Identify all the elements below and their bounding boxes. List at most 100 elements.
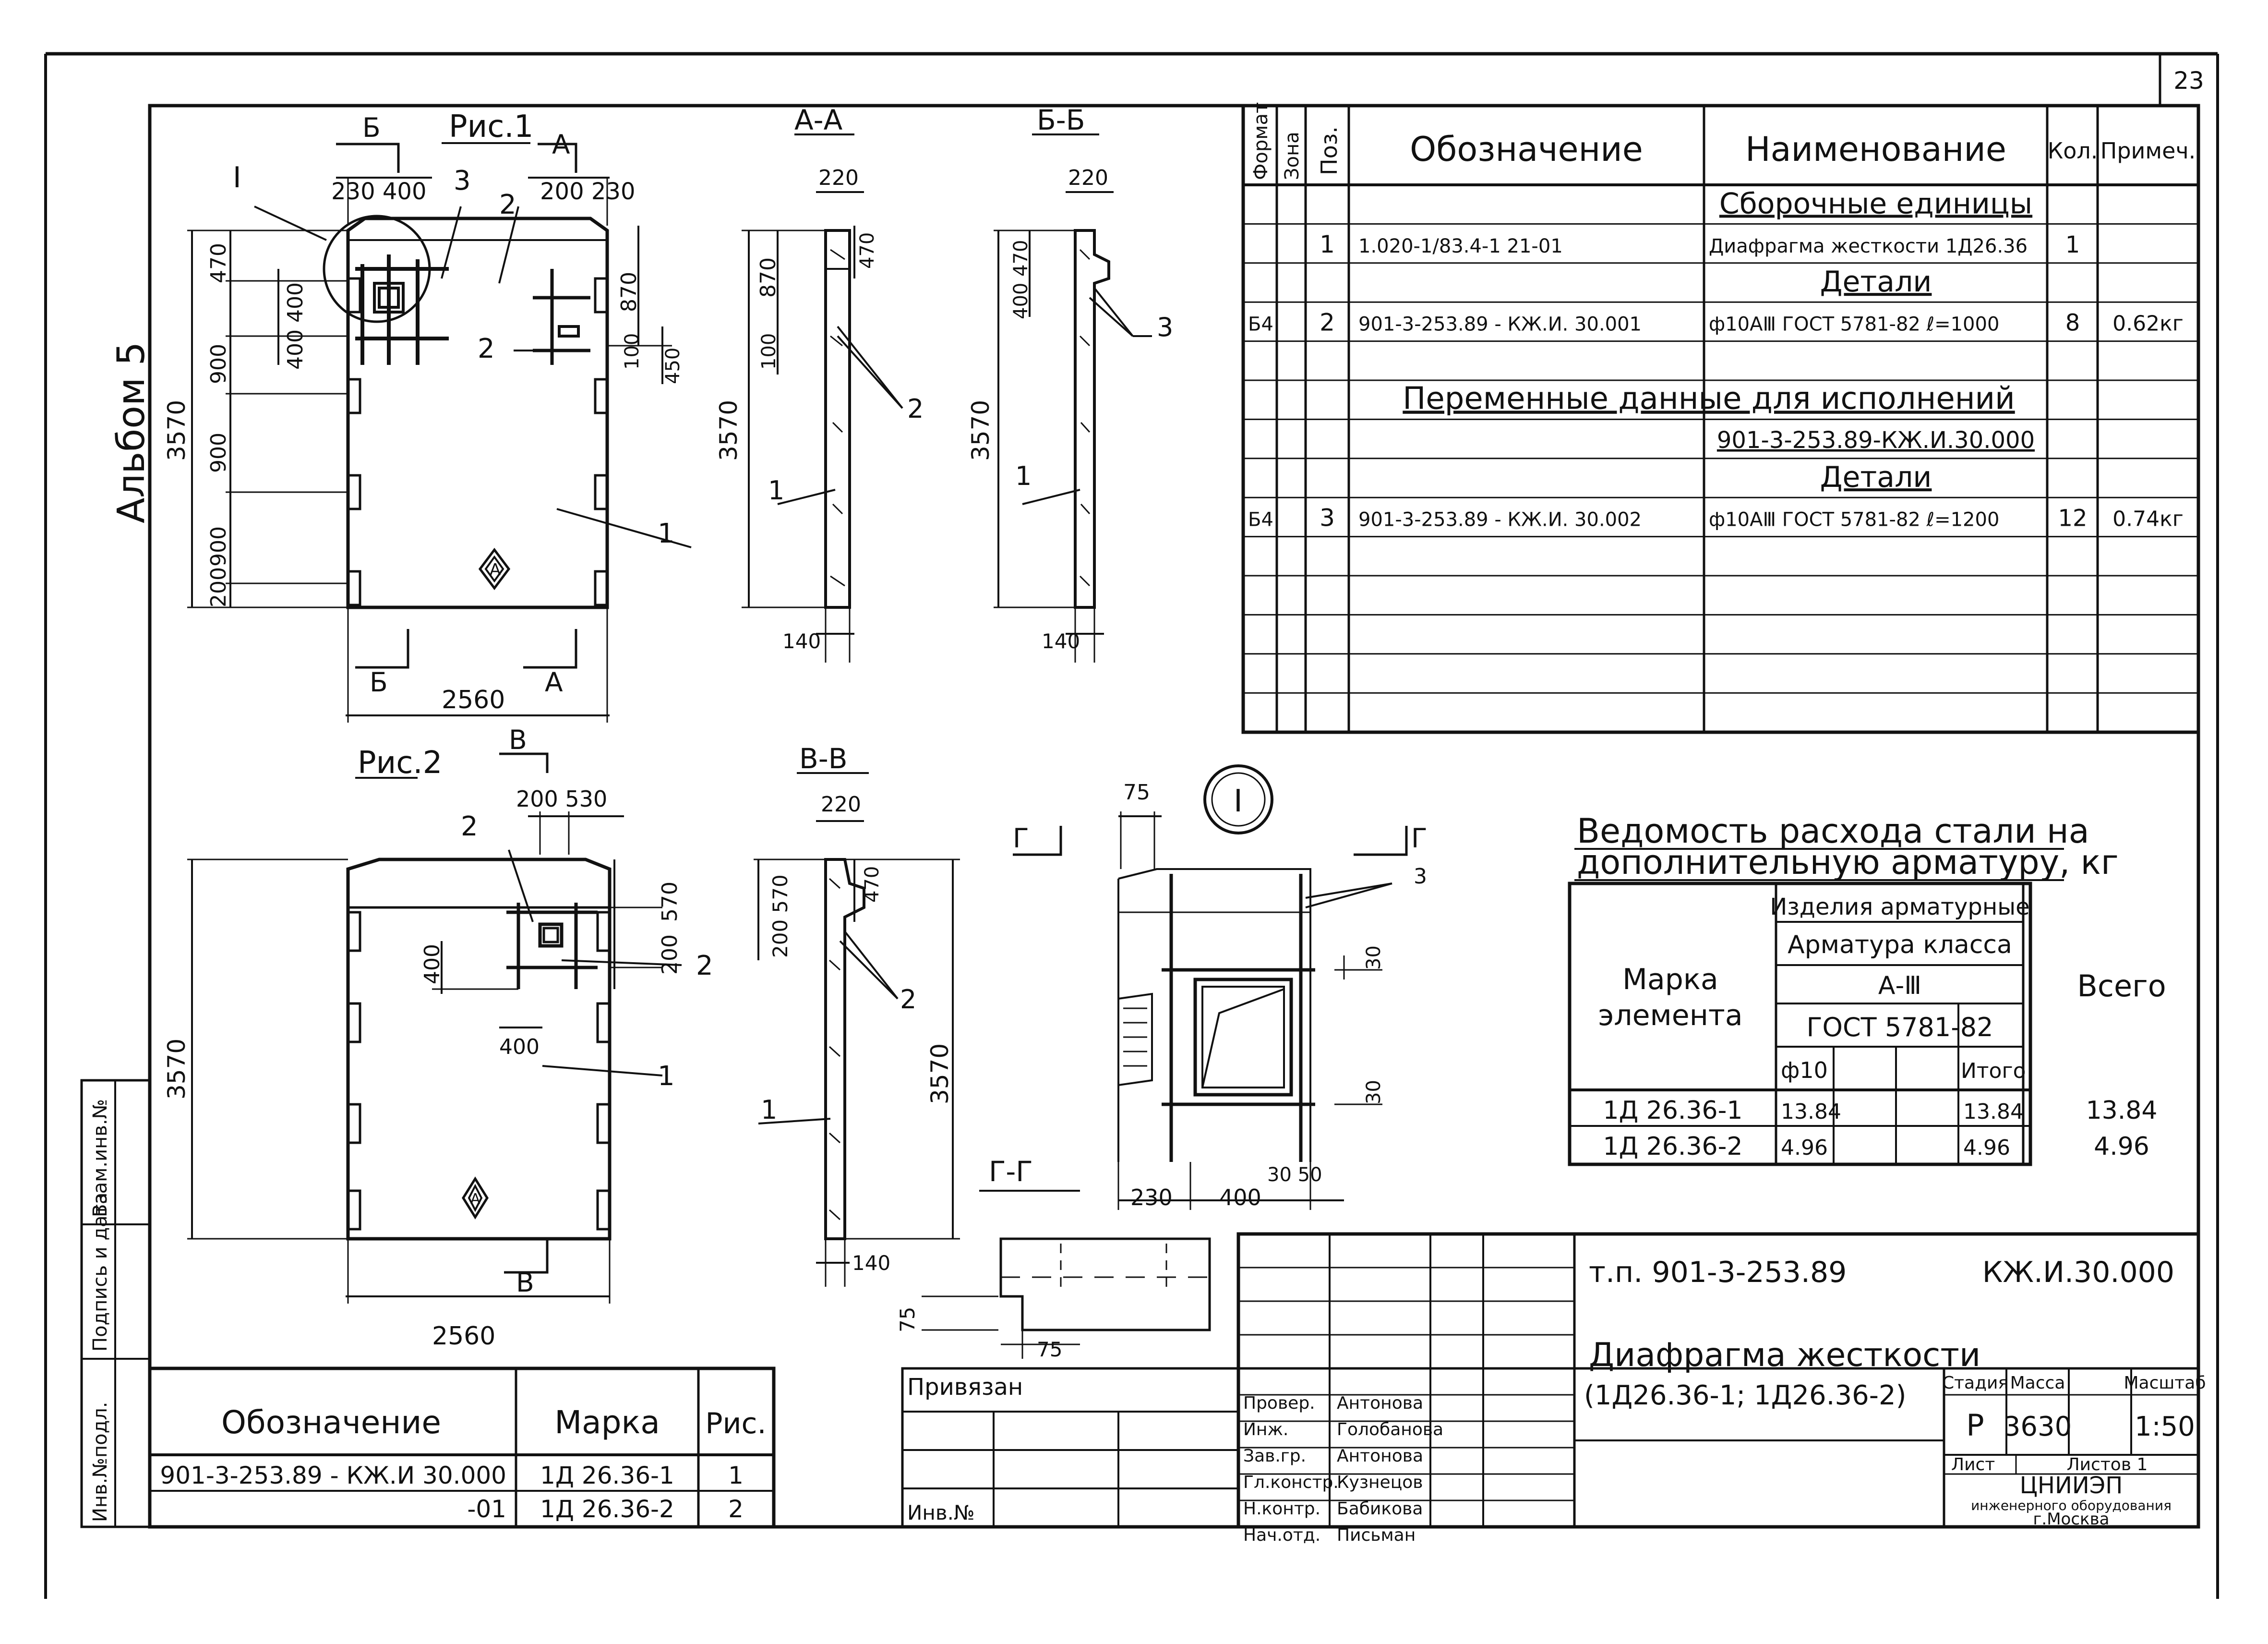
variants-row-fig: 1 [728,1462,744,1489]
variants-col-designation: Обозначение [221,1404,441,1441]
fig2-dim-400b: 400 [499,1035,540,1059]
spec-row-name: ф10АⅢ ГОСТ 5781-82 ℓ=1200 [1709,509,1999,531]
fig1-section-b-bottom: Б [370,667,388,698]
title-role: Инж. [1243,1420,1288,1439]
fig1-pos-2b: 2 [478,333,495,364]
steel-row-mark: 1Д 26.36-1 [1603,1096,1743,1125]
fig2-dim-overall: 3570 [163,1039,191,1100]
fig1-mark: A [490,560,501,580]
title-stage: Р [1966,1408,1984,1443]
variants-row-designation: -01 [467,1495,506,1523]
section-bb-dim-overall: 3570 [967,400,995,461]
fig2-pos-2b: 2 [696,950,713,981]
fig1-title: Рис.1 [449,109,533,145]
section-gg-title: Г-Г [989,1155,1033,1188]
title-role-name: Бабикова [1337,1499,1423,1519]
steel-col-products: Изделия арматурные [1770,894,2029,920]
fig1-section-a-bottom: А [545,667,563,698]
spec-row-pos: 3 [1320,504,1335,532]
spec-row-note: 0.74кг [2112,507,2184,532]
node-detail-dim-30-50: 30 50 [1267,1164,1322,1186]
section-aa-pos-1: 1 [768,475,784,506]
spec-row-designation: 901-3-253.89 - КЖ.И. 30.002 [1358,509,1642,531]
title-role-name: Письман [1337,1525,1416,1545]
title-sheets-label: Листов 1 [2067,1455,2148,1475]
sheet-number: 23 [2173,67,2204,95]
fig1-dim-900a: 900 [206,344,231,384]
spec-row-heading: Детали [1820,265,1932,299]
title-code: т.п. 901-3-253.89 [1589,1256,1847,1289]
steel-col-subtotal: Итого [1961,1059,2026,1083]
fig1-pos-2a: 2 [499,189,516,220]
node-detail-section-g-left: Г [1013,823,1029,854]
section-vv-pos-2: 2 [900,984,916,1015]
variants-col-fig: Рис. [705,1407,766,1440]
fig1-drawing [187,143,692,723]
steel-row-d10: 13.84 [1781,1100,1841,1124]
section-vv-drawing [754,772,960,1287]
section-aa-title: А-А [794,104,843,136]
section-gg-dim-75a: 75 [896,1307,919,1332]
section-bb-dim-top: 220 [1068,166,1108,190]
title-sheet-code: КЖ.И.30.000 [1982,1256,2174,1289]
variants-row-fig: 2 [728,1495,744,1523]
fig1-dim-870: 870 [617,272,641,312]
spec-header-zone: Зона [1281,132,1303,180]
spec-header-note: Примеч. [2100,138,2196,164]
section-bb-title: Б-Б [1037,104,1085,136]
fig1-dim-900b: 900 [206,433,231,473]
section-gg-drawing [922,1190,1211,1359]
section-vv-dim-top: 220 [821,792,861,817]
fig2-pos-1: 1 [658,1061,675,1092]
fig1-pos-1: 1 [658,518,675,549]
spec-row-heading: Детали [1820,460,1932,494]
fig2-dim-top: 200 530 [516,786,607,812]
fig2-pos-2a: 2 [461,811,478,842]
title-block-grid [1236,1232,2200,1529]
steel-table-grid [1568,882,2032,1166]
title-role-name: Голобанова [1337,1420,1443,1439]
spec-row-heading: Сборочные единицы [1719,187,2032,220]
title-role: Н.контр. [1243,1499,1320,1519]
node-detail-label: I [1234,784,1243,819]
section-aa-dim-top: 220 [818,166,859,190]
title-roles: Провер.АнтоноваИнж.ГолобановаЗав.гр.Анто… [1243,1393,1443,1545]
spec-row-qty: 8 [2065,310,2080,337]
title-role: Нач.отд. [1243,1525,1320,1545]
title-col-stage: Стадия [1942,1373,2008,1393]
fig1-dim-400-400: 400 400 [283,282,308,370]
fig1-pos-3: 3 [454,165,471,196]
fig2-title: Рис.2 [358,745,442,781]
fig1-node-label: I [233,161,241,194]
fig2-section-v-top: В [509,725,527,755]
fig1-section-a-top: А [552,129,570,160]
title-role-name: Антонова [1337,1393,1423,1413]
spec-header-pos: Поз. [1316,126,1342,175]
section-vv-pos-1: 1 [761,1095,777,1125]
spec-header-qty: Кол. [2048,138,2098,164]
steel-row-mark: 1Д 26.36-2 [1603,1132,1743,1161]
steel-col-mark-1: Марка [1622,963,1718,996]
title-role-name: Антонова [1337,1446,1423,1466]
steel-col-total: Всего [2077,968,2166,1003]
spec-table-grid [1241,104,2200,734]
section-aa-drawing [742,133,903,663]
variants-table-grid [148,1366,776,1529]
section-aa-dim-overall: 3570 [715,400,743,461]
spec-row-format: Б4 [1248,509,1273,531]
binding-inv: Инв.№ [907,1501,975,1524]
binding-block-grid [901,1367,1240,1528]
title-org-line2: инженерного оборудования [1971,1498,2172,1513]
spec-row-name: Диафрагма жесткости 1Д26.36 [1709,235,2028,257]
steel-row-d10: 4.96 [1781,1136,1828,1160]
title-scale: 1:50 [2135,1411,2195,1442]
binding-label: Привязан [907,1374,1023,1401]
section-bb-dim-bottom: 140 [1042,629,1080,653]
title-sheet-label: Лист [1951,1455,1995,1475]
node-detail-dim-75: 75 [1123,780,1150,805]
fig1-dim-100: 100 [621,333,643,370]
